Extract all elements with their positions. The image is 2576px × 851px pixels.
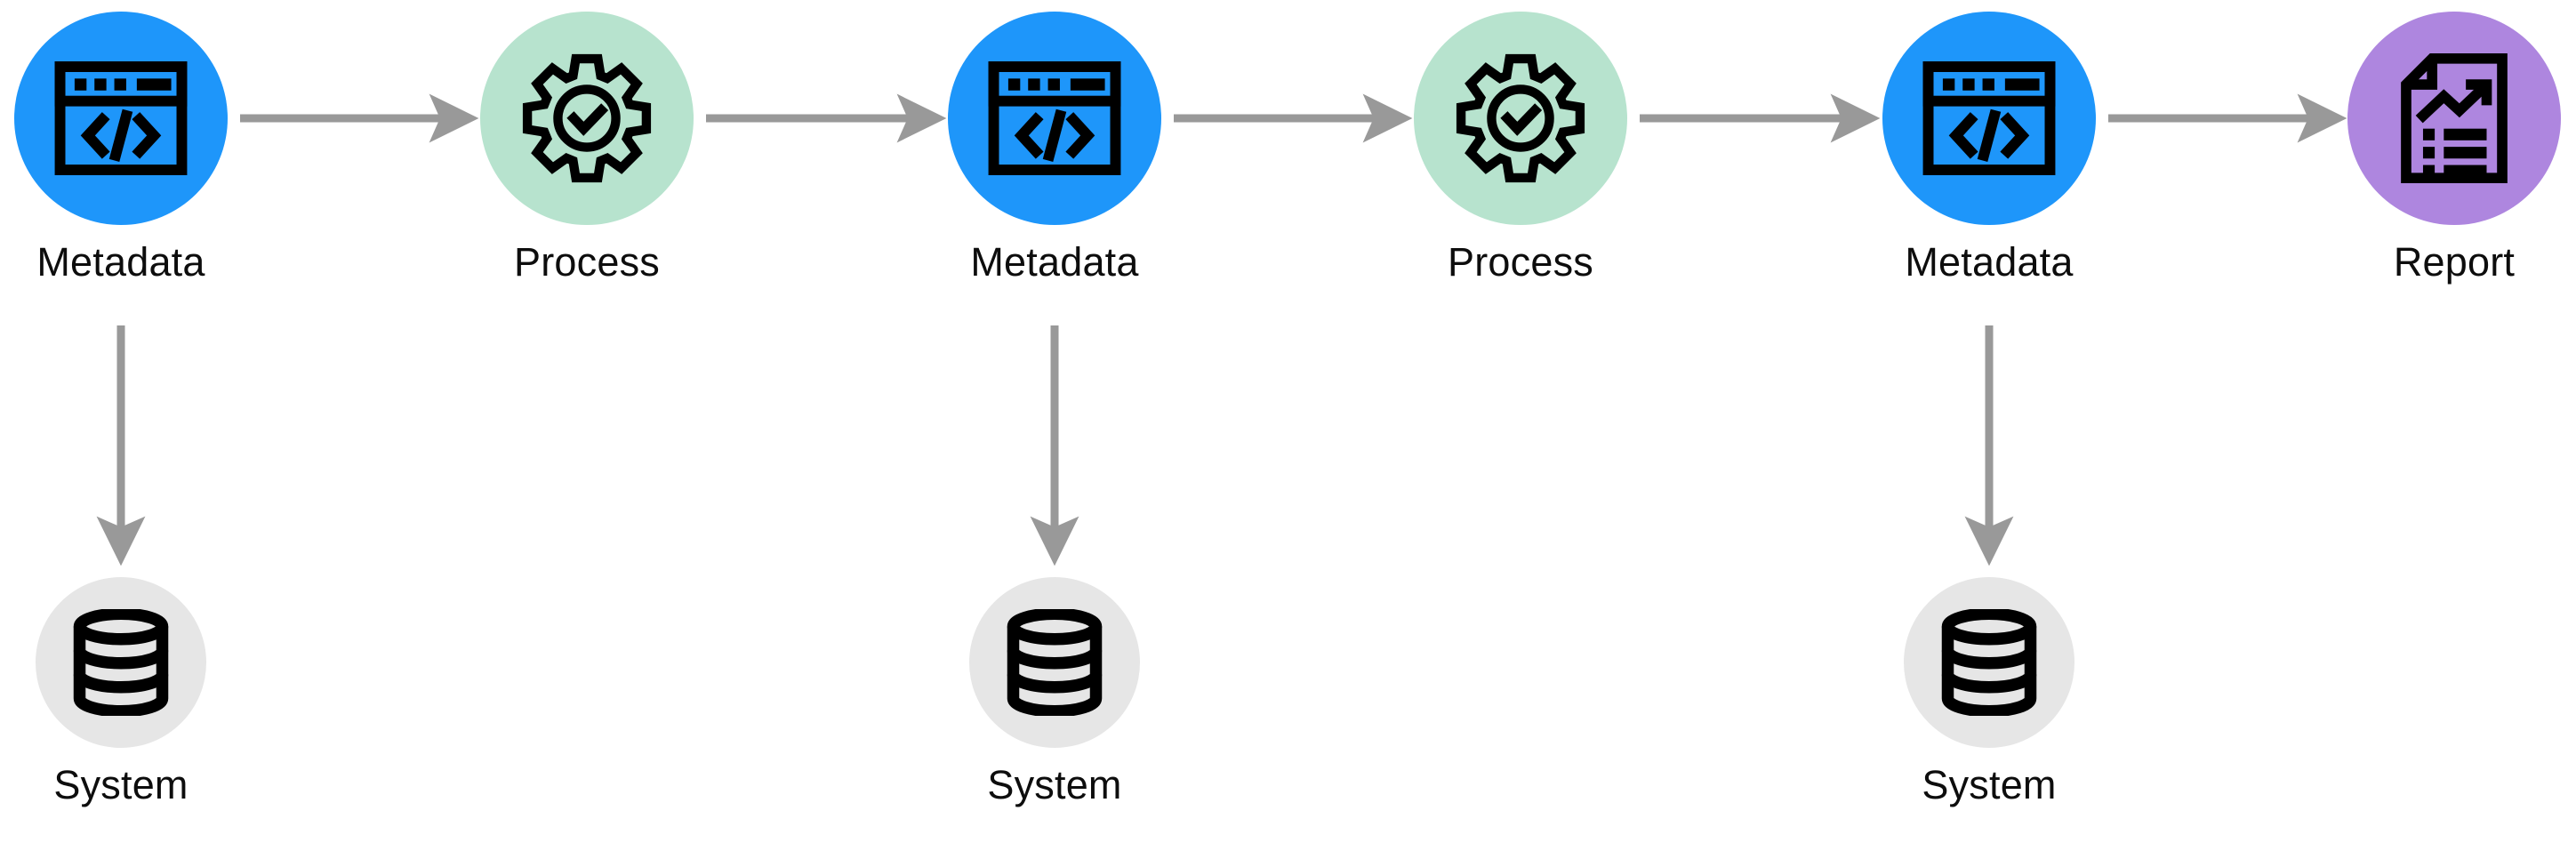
store-node-system-1[interactable]: System	[969, 577, 1140, 806]
database-circle[interactable]	[1904, 577, 2074, 748]
report-chart-circle[interactable]	[2347, 12, 2561, 225]
pipeline-node-process-3[interactable]: Process	[1414, 12, 1627, 283]
pipeline-node-process-1[interactable]: Process	[480, 12, 694, 283]
database-icon	[1007, 609, 1103, 716]
gear-check-circle[interactable]	[480, 12, 694, 225]
database-circle[interactable]	[36, 577, 206, 748]
pipeline-node-report-5[interactable]: Report	[2347, 12, 2561, 283]
node-label: Process	[1448, 239, 1593, 285]
code-window-icon	[1922, 61, 2056, 175]
node-label: System	[987, 762, 1122, 807]
code-window-icon	[54, 61, 188, 175]
gear-check-circle[interactable]	[1414, 12, 1627, 225]
node-label: Metadata	[1905, 239, 2074, 285]
vertical-arrows	[96, 325, 2014, 566]
node-label: Metadata	[970, 239, 1139, 285]
store-node-system-0[interactable]: System	[36, 577, 206, 806]
node-label: System	[53, 762, 189, 807]
pipeline-node-metadata-4[interactable]: Metadata	[1882, 12, 2096, 283]
code-window-circle[interactable]	[14, 12, 228, 225]
code-window-circle[interactable]	[1882, 12, 2096, 225]
gear-check-icon	[521, 52, 653, 184]
pipeline-node-metadata-2[interactable]: Metadata	[948, 12, 1161, 283]
database-icon	[73, 609, 169, 716]
code-window-circle[interactable]	[948, 12, 1161, 225]
gear-check-icon	[1455, 52, 1586, 184]
code-window-icon	[988, 61, 1121, 175]
node-label: Process	[514, 239, 660, 285]
node-label: System	[1922, 762, 2057, 807]
database-circle[interactable]	[969, 577, 1140, 748]
store-node-system-2[interactable]: System	[1904, 577, 2074, 806]
pipeline-node-metadata-0[interactable]: Metadata	[14, 12, 228, 283]
database-icon	[1941, 609, 2037, 716]
node-label: Metadata	[36, 239, 205, 285]
node-label: Report	[2393, 239, 2516, 285]
report-chart-icon	[2401, 53, 2508, 183]
